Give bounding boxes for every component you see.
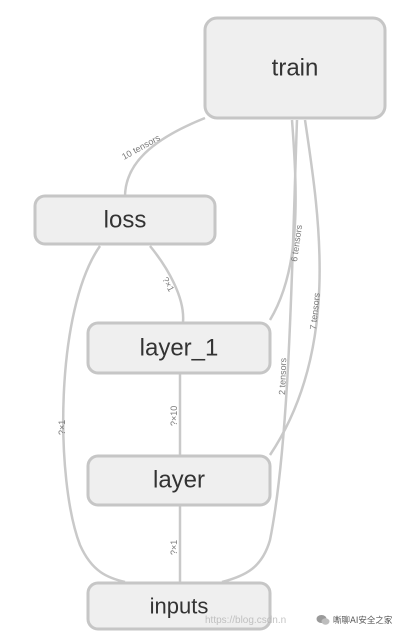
edge-label-loss-layer_1: ?×1 — [160, 275, 176, 293]
edge-loss-inputs — [61, 245, 126, 584]
node-layer[interactable]: layer — [86, 454, 272, 507]
edge-label-train-inputs: 2 tensors — [277, 357, 288, 395]
node-inputs-label: inputs — [150, 594, 209, 619]
watermark: 嘶聊AI安全之家 — [316, 612, 392, 628]
edge-label-layer_1-layer: ?×10 — [169, 406, 179, 426]
node-inputs[interactable]: inputs — [86, 581, 272, 631]
node-train-label: train — [272, 55, 319, 82]
node-layer_1[interactable]: layer_1 — [86, 321, 272, 375]
edge-label-loss-inputs: ?×1 — [57, 420, 67, 435]
node-layer-label: layer — [153, 467, 205, 494]
edge-label-layer-inputs: ?×1 — [169, 540, 179, 555]
node-loss-label: loss — [104, 207, 147, 234]
edge-train-inputs — [221, 119, 299, 584]
wechat-icon — [316, 615, 330, 625]
node-train[interactable]: train — [203, 16, 387, 120]
node-layer_1-label: layer_1 — [140, 335, 219, 362]
node-loss[interactable]: loss — [33, 194, 217, 246]
edge-loss-layer_1 — [149, 245, 185, 323]
edge-train-layer — [268, 119, 321, 456]
edge-label-train-layer: 7 tensors — [308, 292, 322, 330]
edge-label-train-layer_1: 6 tensors — [289, 224, 304, 263]
edge-train-loss — [123, 116, 206, 198]
watermark-text: 嘶聊AI安全之家 — [333, 616, 393, 626]
url-overlay: https://blog.csdn.n — [205, 615, 286, 626]
